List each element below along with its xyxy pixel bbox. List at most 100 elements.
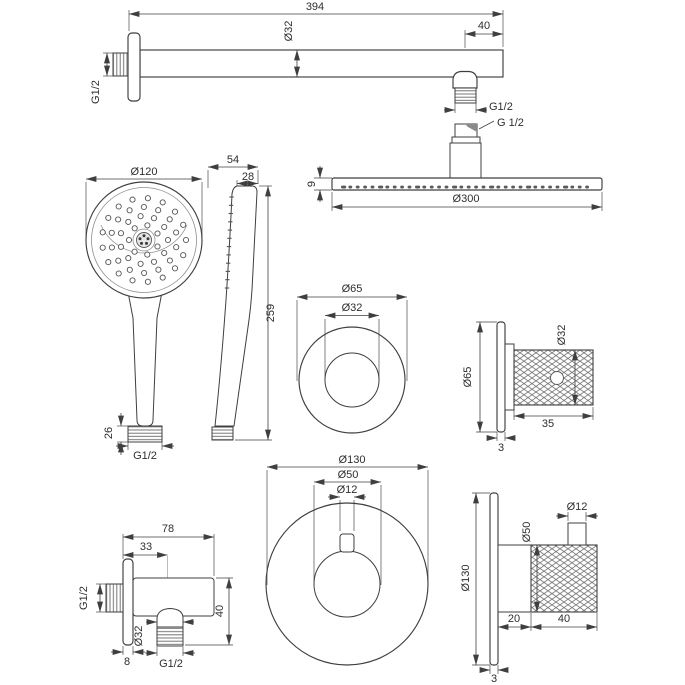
thermostat-side-button-dim: Ø12 <box>567 501 588 513</box>
plate-nozzle-dash <box>407 185 412 189</box>
nozzle-hole <box>154 243 161 250</box>
elbow-width-dim: 78 <box>162 523 174 535</box>
elbow-offset-dim: 33 <box>140 541 152 553</box>
plate-nozzle-dash <box>570 185 575 189</box>
nozzle-hole <box>99 229 106 236</box>
thermostat-front-button-dim: Ø12 <box>337 484 358 496</box>
plate-nozzle-dash <box>466 185 471 189</box>
plate-nozzle-dash <box>518 185 523 189</box>
nozzle-hole <box>99 244 106 251</box>
hand-shower-side-body <box>214 185 258 427</box>
hand-shower-side-thread <box>211 426 234 441</box>
plate-nozzle-dash <box>429 185 434 189</box>
hand-shower-thread <box>127 425 163 443</box>
head-leader-line <box>478 120 495 130</box>
plate-nozzle-dash <box>563 185 569 189</box>
nozzle-hole <box>115 257 122 264</box>
thermostat-front-knob-dim: Ø50 <box>338 469 359 481</box>
hand-side-depth-dim: 54 <box>227 154 239 166</box>
nozzle-hole <box>131 248 138 255</box>
thermostat-side-thickness-dim: 3 <box>491 673 497 685</box>
hand-front-diameter-dim: Ø120 <box>131 166 158 178</box>
thermostat-button-side <box>567 522 587 546</box>
thermostat-side-smooth-dim: 20 <box>508 613 520 625</box>
thermostat-button-front <box>339 533 355 553</box>
thermostat-knob-circle <box>313 550 381 618</box>
plate-nozzle-dash <box>400 185 404 189</box>
nozzle-hole <box>126 207 133 214</box>
arm-wall-flange <box>127 32 141 102</box>
valve-length-dim: 35 <box>542 418 554 430</box>
hand-shower-side-dimensions <box>207 164 272 441</box>
plate-nozzle-dash <box>489 185 495 189</box>
plate-nozzle-dash <box>392 185 397 189</box>
hand-front-thread-label: G1/2 <box>133 450 157 462</box>
thermostat-side-dimensions <box>472 492 598 674</box>
nozzle-hole <box>105 214 112 221</box>
nozzle-hole <box>115 270 122 277</box>
plate-nozzle-dash <box>474 185 478 189</box>
plate-nozzle-dash <box>444 185 449 189</box>
plate-nozzle-dash <box>422 185 427 189</box>
plate-nozzle-dash <box>481 185 486 189</box>
head-neck <box>449 142 482 179</box>
hand-shower-center-dots <box>138 234 150 245</box>
thermostat-side-drawing: Ø130 Ø50 Ø12 20 40 3 <box>460 492 598 685</box>
nozzle-hole <box>140 203 147 211</box>
plate-nozzle-dash <box>503 185 508 189</box>
nozzle-hole <box>144 251 151 258</box>
nozzle-hole <box>105 259 112 266</box>
elbow-wall-thread <box>105 583 124 613</box>
plate-nozzle-dash <box>459 185 464 189</box>
thermostat-plate-side <box>489 492 499 666</box>
arm-outlet-thread-label: G1/2 <box>489 101 513 113</box>
nozzle-hole <box>131 225 138 232</box>
nozzle-hole <box>155 207 162 214</box>
elbow-flange <box>122 558 134 646</box>
elbow-flange-thickness-dim: 8 <box>124 656 130 668</box>
nozzle-hole <box>144 278 151 285</box>
hand-shower-nozzles <box>99 195 190 285</box>
head-connection-label: G 1/2 <box>497 117 524 129</box>
nozzle-hole <box>125 218 132 225</box>
elbow-outlet-thread-label: G1/2 <box>159 658 183 670</box>
nozzle-hole <box>155 266 162 273</box>
nozzle-hole <box>129 277 136 284</box>
thermostat-side-knob-dim: Ø50 <box>521 522 533 543</box>
plate-nozzle-dash <box>415 185 421 189</box>
plate-nozzle-dash <box>548 185 552 189</box>
valve-thickness-dim: 3 <box>498 442 504 454</box>
plate-nozzle-dash <box>437 185 441 189</box>
plate-nozzle-dash <box>385 185 390 189</box>
head-plate-nozzles <box>341 185 589 189</box>
elbow-wall-thread-label: G1/2 <box>78 586 90 610</box>
elbow-outlet-nut <box>156 626 184 647</box>
nozzle-hole <box>129 196 136 203</box>
arm-outlet-dome <box>452 70 478 89</box>
escutcheon-dimensions <box>296 294 408 381</box>
nozzle-hole <box>126 266 133 273</box>
plate-nozzle-dash <box>585 185 589 189</box>
arm-tube <box>139 49 504 78</box>
plate-nozzle-dash <box>341 185 347 189</box>
nozzle-hole <box>144 222 151 229</box>
nozzle-hole <box>182 236 190 244</box>
wall-outlet-elbow-drawing: 78 33 G1/2 Ø32 40 8 G1/2 <box>78 523 233 670</box>
nozzle-hole <box>141 269 148 277</box>
valve-knob-dim: Ø32 <box>556 325 568 346</box>
hand-front-thread-length-dim: 26 <box>103 427 115 439</box>
thermostat-front-dimensions <box>266 464 429 585</box>
arm-wall-thread <box>112 52 129 77</box>
nozzle-hole <box>117 243 125 250</box>
nozzle-hole <box>125 236 133 244</box>
thermostat-side-knurl-dim: 40 <box>558 613 570 625</box>
plate-nozzle-dash <box>540 185 545 189</box>
arm-wall-thread-label: G1/2 <box>90 80 102 104</box>
nozzle-hole <box>173 244 180 251</box>
overhead-shower-drawing: G 1/2 9 Ø300 <box>306 117 603 211</box>
nozzle-hole <box>173 229 180 236</box>
escutcheon-outer-dim: Ø65 <box>342 283 363 295</box>
thermostat-front-drawing: Ø130 Ø50 Ø12 <box>265 454 429 666</box>
